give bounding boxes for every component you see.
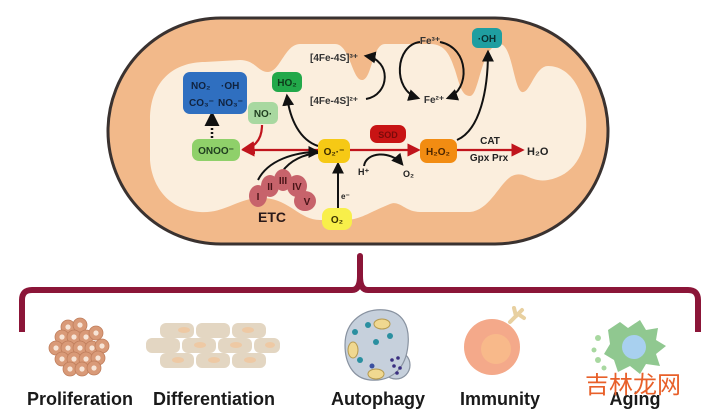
node-superoxide: O₂·⁻: [318, 139, 350, 163]
arrow-fe3-to-fe2-right: [439, 41, 465, 101]
svg-text:NO·: NO·: [254, 109, 272, 120]
process-label-proliferation: Proliferation: [27, 389, 133, 409]
svg-text:H₂O₂: H₂O₂: [426, 147, 450, 158]
node-no: NO·: [248, 102, 278, 124]
cell-nucleus: [95, 355, 101, 361]
mitochondrion: [106, 16, 610, 246]
cell-nucleus: [77, 345, 83, 351]
svg-text:O₂·⁻: O₂·⁻: [324, 147, 345, 158]
node-sod: SOD: [370, 125, 406, 143]
node-fes2: [4Fe-4S]²⁺: [310, 96, 358, 107]
process-label-immunity: Immunity: [460, 389, 540, 409]
node-ho2: HO₂: [272, 72, 302, 92]
rns-no2: NO₂: [191, 81, 210, 92]
svg-text:HO₂: HO₂: [277, 78, 296, 89]
arrow-superoxide-to-ho2: [282, 93, 319, 147]
rns-no3: NO₃⁻: [218, 98, 243, 109]
arrow-fe3-to-fe2-left: [398, 41, 421, 101]
cell-layer-icon: [146, 323, 280, 368]
cell-nucleus: [59, 356, 65, 362]
etc-complexes: I II III IV V ETC: [249, 169, 316, 225]
cell-nucleus: [53, 345, 59, 351]
svg-text:O₂: O₂: [331, 215, 343, 226]
svg-text:IV: IV: [292, 182, 302, 193]
arrow-h2o2-to-oh: [456, 49, 494, 141]
cell-nucleus: [65, 345, 71, 351]
cell-nucleus: [67, 366, 73, 372]
node-onoo: ONOO⁻: [192, 139, 240, 161]
process-label-differentiation: Differentiation: [153, 389, 275, 409]
cell-nucleus: [65, 324, 71, 330]
watermark: 吉林龙网: [585, 371, 681, 399]
reaction-arrows: [204, 41, 525, 208]
node-hydroxyl: ·OH: [472, 28, 502, 48]
process-label-aging: Aging: [610, 389, 661, 409]
svg-text:ONOO⁻: ONOO⁻: [198, 146, 234, 157]
label-cat: CAT: [480, 136, 500, 147]
cell-nucleus: [77, 322, 83, 328]
svg-text:I: I: [257, 192, 260, 203]
immune-cell-icon: [464, 306, 526, 375]
etc-label: ETC: [258, 209, 286, 225]
senescent-cell-icon: [591, 320, 666, 374]
label-o2-product: O₂: [403, 169, 414, 179]
arrow-etc-to-superoxide-1: [257, 146, 321, 181]
label-h2o: H₂O: [527, 146, 549, 158]
label-h-plus: H⁺: [358, 167, 369, 177]
label-electron: e⁻: [341, 192, 350, 201]
svg-text:SOD: SOD: [378, 130, 398, 140]
svg-text:V: V: [304, 197, 311, 208]
mitochondrion-matrix: [150, 44, 587, 220]
cell-nucleus: [99, 343, 105, 349]
node-h2o2: H₂O₂: [420, 139, 457, 163]
etc-complex-v: [294, 191, 316, 211]
label-gpx-prx: Gpx Prx: [470, 153, 509, 164]
node-fe2: Fe²⁺: [424, 95, 444, 106]
arrow-no-to-onoo: [241, 124, 264, 155]
autophagosome-icon: [344, 309, 411, 381]
svg-text:III: III: [279, 176, 288, 187]
arrow-h-plus-to-o2: [363, 152, 404, 167]
cell-nucleus: [83, 356, 89, 362]
node-fe3: Fe³⁺: [420, 36, 440, 47]
process-label-autophagy: Autophagy: [331, 389, 425, 409]
process-bracket: [19, 253, 701, 332]
rns-box: NO₂ ·OH CO₃⁻ NO₃⁻: [183, 72, 247, 114]
svg-text:·OH: ·OH: [478, 34, 496, 45]
cell-nucleus: [83, 334, 89, 340]
node-fes3: [4Fe-4S]³⁺: [310, 53, 358, 64]
cell-nucleus: [71, 356, 77, 362]
cell-nucleus: [89, 345, 95, 351]
arrow-fes2-to-fes3: [363, 51, 386, 100]
cell-nucleus: [71, 334, 77, 340]
cell-nucleus: [93, 330, 99, 336]
rns-oh: ·OH: [221, 81, 239, 92]
node-o2-source: O₂: [322, 208, 352, 230]
rns-co3: CO₃⁻: [189, 98, 214, 109]
cell-nucleus: [59, 334, 65, 340]
cell-cluster-icon: [48, 317, 110, 377]
cell-nucleus: [79, 366, 85, 372]
svg-text:II: II: [267, 182, 273, 193]
cell-nucleus: [91, 365, 97, 371]
